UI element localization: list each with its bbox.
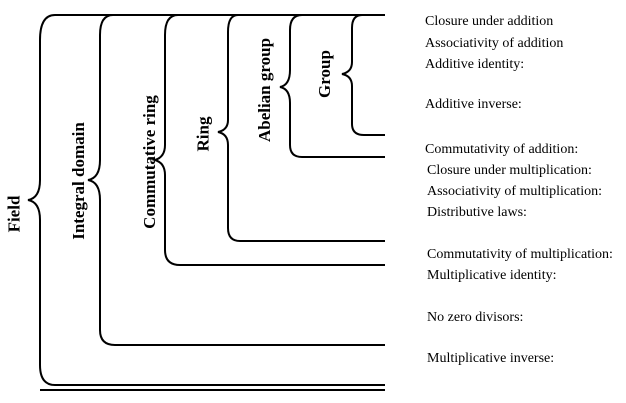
axiom-additive-identity: Additive identity: xyxy=(425,57,525,72)
axiom-associativity-multiplication: Associativity of multiplication: xyxy=(427,184,602,199)
commutative-ring-label: Commutative ring xyxy=(139,95,159,229)
ring-bracket xyxy=(217,14,385,242)
commutative-ring-bracket xyxy=(151,14,385,266)
axiom-distributive-laws: Distributive laws: xyxy=(427,205,527,220)
abelian-group-label: Abelian group xyxy=(255,37,275,143)
axiom-closure-addition: Closure under addition xyxy=(425,14,554,29)
abelian-group-bracket xyxy=(279,14,385,158)
group-bracket xyxy=(341,14,385,136)
field-bracket xyxy=(27,14,385,386)
integral-domain-label: Integral domain xyxy=(68,122,88,240)
axiom-associativity-addition: Associativity of addition xyxy=(425,36,564,51)
axiom-no-zero-divisors: No zero divisors: xyxy=(427,310,524,325)
axiom-multiplicative-identity: Multiplicative identity: xyxy=(427,268,557,283)
axiom-commutativity-multiplication: Commutativity of multiplication: xyxy=(427,247,613,262)
axiom-closure-multiplication: Closure under multiplication: xyxy=(427,163,592,178)
axiom-multiplicative-inverse: Multiplicative inverse: xyxy=(427,351,555,366)
group-label: Group xyxy=(314,50,334,98)
axiom-commutativity-addition: Commutativity of addition: xyxy=(425,142,579,157)
axiom-additive-inverse: Additive inverse: xyxy=(425,97,522,112)
ring-label: Ring xyxy=(193,116,213,152)
integral-domain-bracket xyxy=(87,14,385,346)
field-label: Field xyxy=(4,195,24,233)
